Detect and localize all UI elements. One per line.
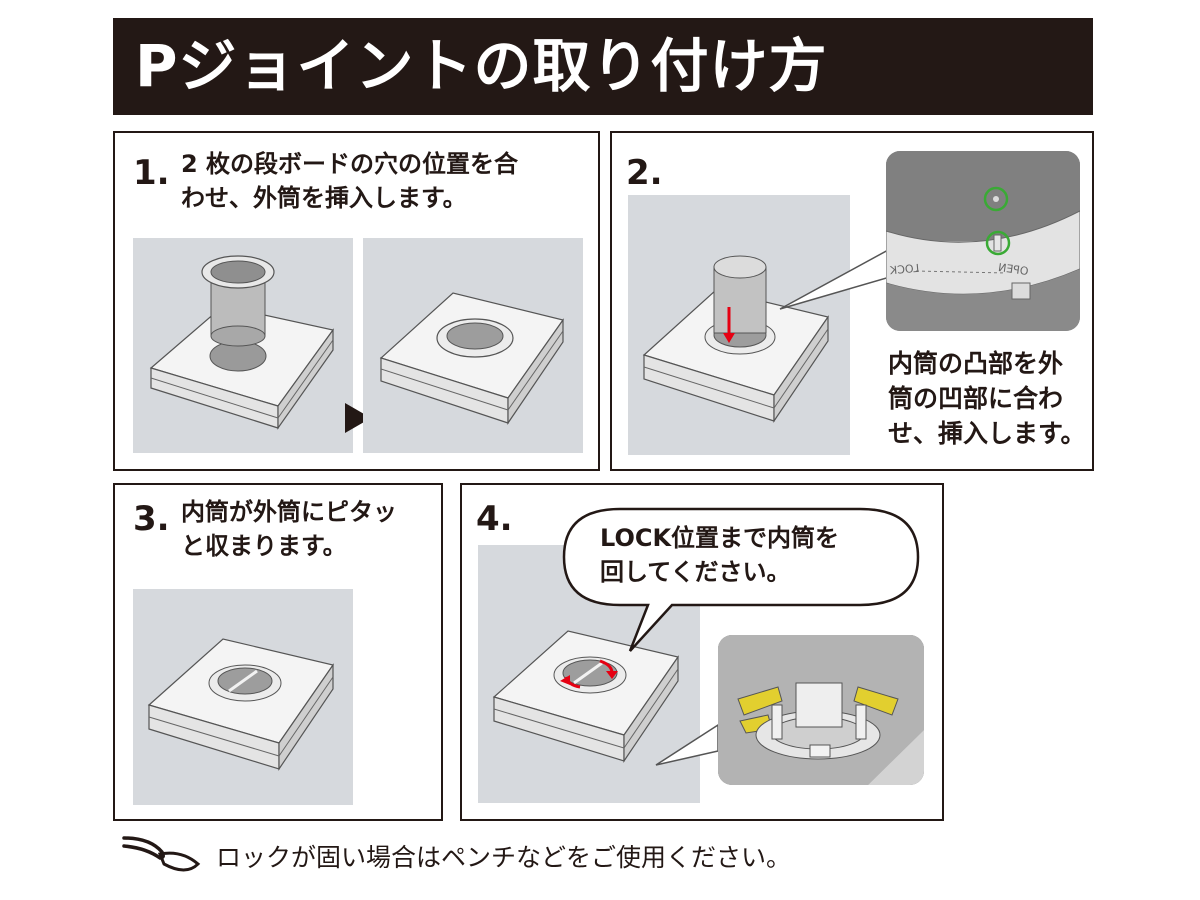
page-title: Pジョイントの取り付け方: [135, 32, 828, 100]
step-1-number: 1.: [133, 153, 170, 193]
step-1-illustration-after: [363, 238, 583, 453]
step-3-illustration: [133, 589, 353, 805]
step-1-text-line-1: 2 枚の段ボードの穴の位置を合: [181, 150, 519, 178]
step-2-detail-inset: LOCK OPEN: [886, 151, 1080, 331]
step-1-panel: 1. 2 枚の段ボードの穴の位置を合 わせ、外筒を挿入します。: [113, 131, 600, 471]
step-3-text-line-1: 内筒が外筒にピタッ: [181, 498, 397, 526]
speech-bubble: [562, 507, 920, 652]
arrow-right-icon: [345, 403, 373, 437]
step-4-number: 4.: [476, 499, 513, 539]
step-4-detail-inset: [718, 635, 924, 785]
bubble-text-line-2: 回してください。: [600, 558, 791, 586]
footer-note: ロックが固い場合はペンチなどをご使用ください。: [216, 843, 792, 872]
step-2-text-line-2: 筒の凹部に合わ: [888, 384, 1064, 413]
pliers-icon: [122, 836, 201, 872]
step-3-number: 3.: [133, 499, 170, 539]
step-2-illustration: [628, 195, 850, 455]
title-bar: Pジョイントの取り付け方: [113, 18, 1093, 115]
inset-label-lock: LOCK: [889, 261, 920, 278]
step-1-text-line-2: わせ、外筒を挿入します。: [181, 184, 467, 212]
step-2-panel: 2. LOC: [610, 131, 1094, 471]
step-2-text-line-1: 内筒の凸部を外: [888, 349, 1064, 378]
step-2-text-line-3: せ、挿入します。: [888, 419, 1086, 448]
step-2-number: 2.: [626, 153, 663, 193]
step-1-illustration-before: [133, 238, 353, 453]
bubble-text-line-1: LOCK位置まで内筒を: [600, 524, 840, 552]
step-3-text-line-2: と収まります。: [181, 532, 347, 560]
callout-pointer: [779, 247, 891, 310]
step-3-panel: 3. 内筒が外筒にピタッ と収まります。: [113, 483, 443, 821]
step-4-panel: 4. LOCK位置まで内筒を 回してください。: [460, 483, 944, 821]
callout-pointer-lower: [655, 723, 719, 766]
